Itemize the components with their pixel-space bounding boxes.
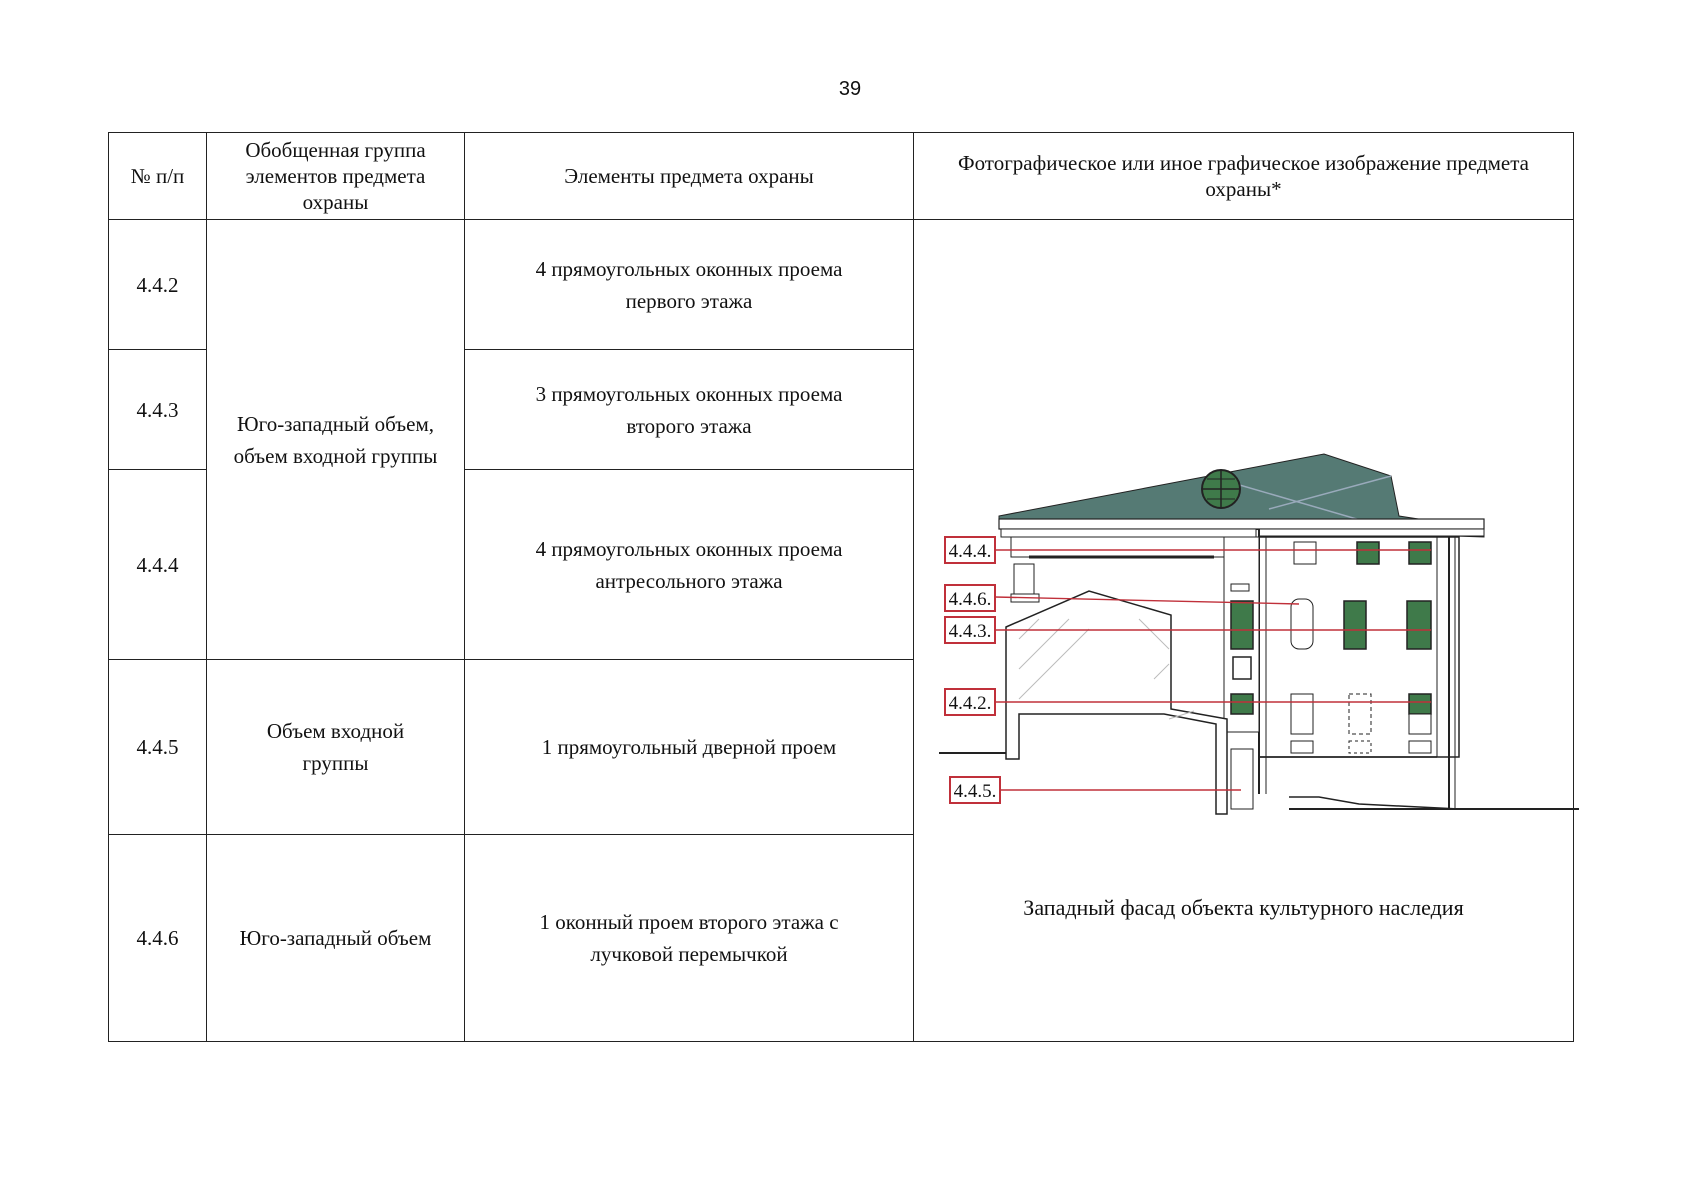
window	[1230, 600, 1254, 650]
callout-label: 4.4.2.	[949, 693, 992, 714]
row-number: 4.4.5	[108, 659, 207, 835]
table-row: 4.4.3 3 прямоугольных оконных проема вто…	[108, 349, 1574, 470]
window	[1406, 600, 1432, 650]
row-number: 4.4.4	[108, 469, 207, 660]
table-row: 4.4.4 4 прямоугольных оконных проема ант…	[108, 469, 1574, 660]
illustration-caption: Западный фасад объекта культурного насле…	[1023, 895, 1464, 920]
table-row: 4.4.6 Юго-западный объем 1 оконный проем…	[108, 834, 1574, 1042]
callout-label: 4.4.3.	[949, 621, 992, 642]
row-group: Юго-западный объем, объем входной группы	[206, 219, 465, 660]
callout-label: 4.4.6.	[949, 589, 992, 610]
page-number: 39	[838, 78, 862, 100]
row-number: 4.4.2	[108, 219, 207, 350]
window	[1408, 541, 1432, 565]
callout-label: 4.4.4.	[949, 541, 992, 562]
row-element: 1 прямоугольный дверной проем	[464, 659, 914, 835]
row-element: 1 оконный проем второго этажа с лучковой…	[464, 834, 914, 1042]
header-number: № п/п	[108, 132, 207, 220]
table-header-row: № п/п Обобщенная группа элементов предме…	[108, 132, 1574, 220]
row-number: 4.4.6	[108, 834, 207, 1042]
illustration: 4.4.4. 4.4.6. 4.4.3. 4.4.2. 4.4.5. Запад…	[924, 224, 1579, 1037]
header-elements: Элементы предмета охраны	[464, 132, 914, 220]
west-facade-drawing: 4.4.4. 4.4.6. 4.4.3. 4.4.2. 4.4.5.	[939, 453, 1579, 815]
row-number: 4.4.3	[108, 349, 207, 470]
header-image: Фотографическое или иное графическое изо…	[913, 132, 1574, 220]
row-element: 4 прямоугольных оконных проема первого э…	[464, 219, 914, 350]
window	[1230, 693, 1254, 715]
table-row: 4.4.5 Объем входной группы 1 прямоугольн…	[108, 659, 1574, 835]
window	[1343, 600, 1367, 650]
row-group: Объем входной группы	[206, 659, 465, 835]
illustration-cell: 4.4.4. 4.4.6. 4.4.3. 4.4.2. 4.4.5. Запад…	[913, 219, 1579, 1042]
protection-table: № п/п Обобщенная группа элементов предме…	[108, 132, 1579, 1042]
callout-label: 4.4.5.	[954, 781, 997, 802]
header-group: Обобщенная группа элементов предмета охр…	[206, 132, 465, 220]
window	[1356, 541, 1380, 565]
table-row: 4.4.2 Юго-западный объем, объем входной …	[108, 219, 1579, 1042]
row-group: Юго-западный объем	[206, 834, 465, 1042]
window	[1408, 693, 1432, 715]
row-element: 3 прямоугольных оконных проема второго э…	[464, 349, 914, 470]
row-element: 4 прямоугольных оконных проема антресоль…	[464, 469, 914, 660]
